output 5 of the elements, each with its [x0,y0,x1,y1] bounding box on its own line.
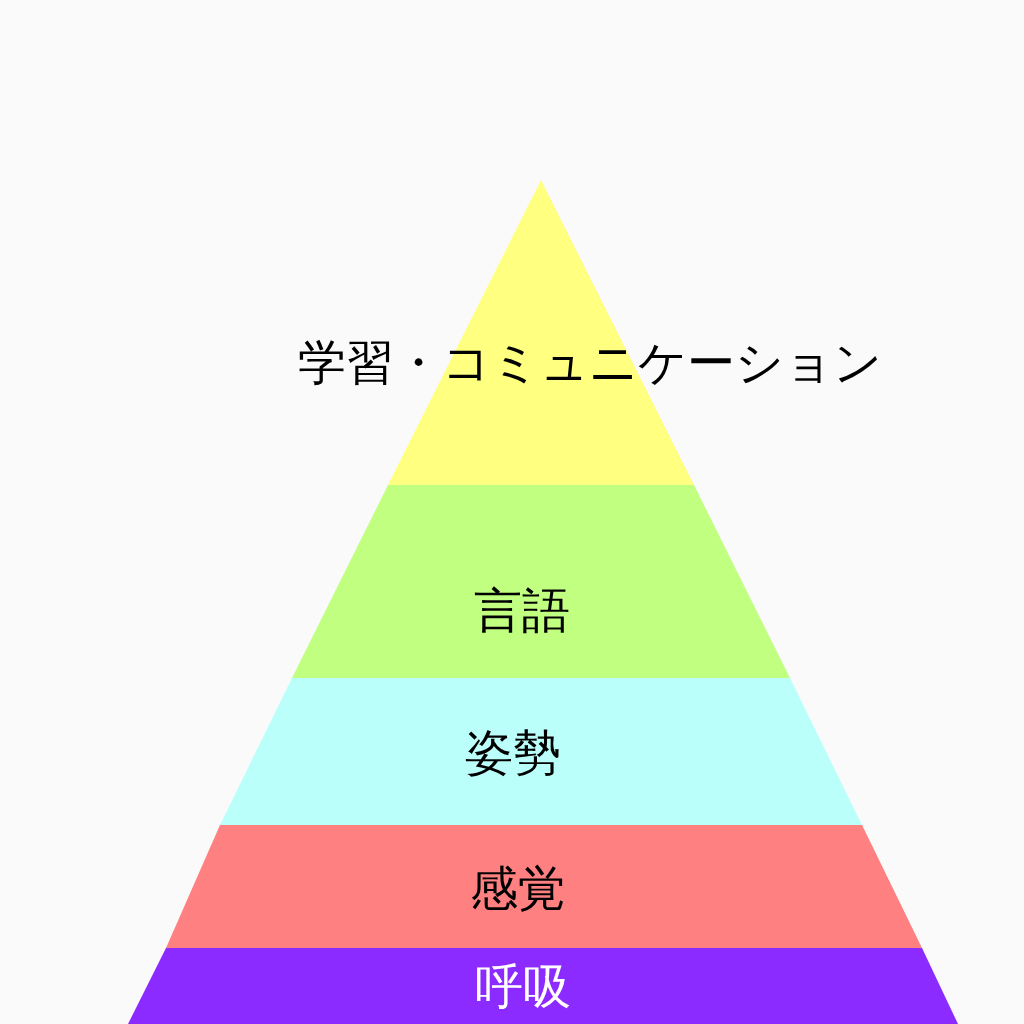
layer-label: 言語 [474,583,570,637]
layer-label: 呼吸 [475,959,571,1013]
layer-label: 感覚 [470,861,566,915]
layer-label: 姿勢 [465,725,561,779]
layer-label: 学習・コミュニケーション [298,335,882,389]
